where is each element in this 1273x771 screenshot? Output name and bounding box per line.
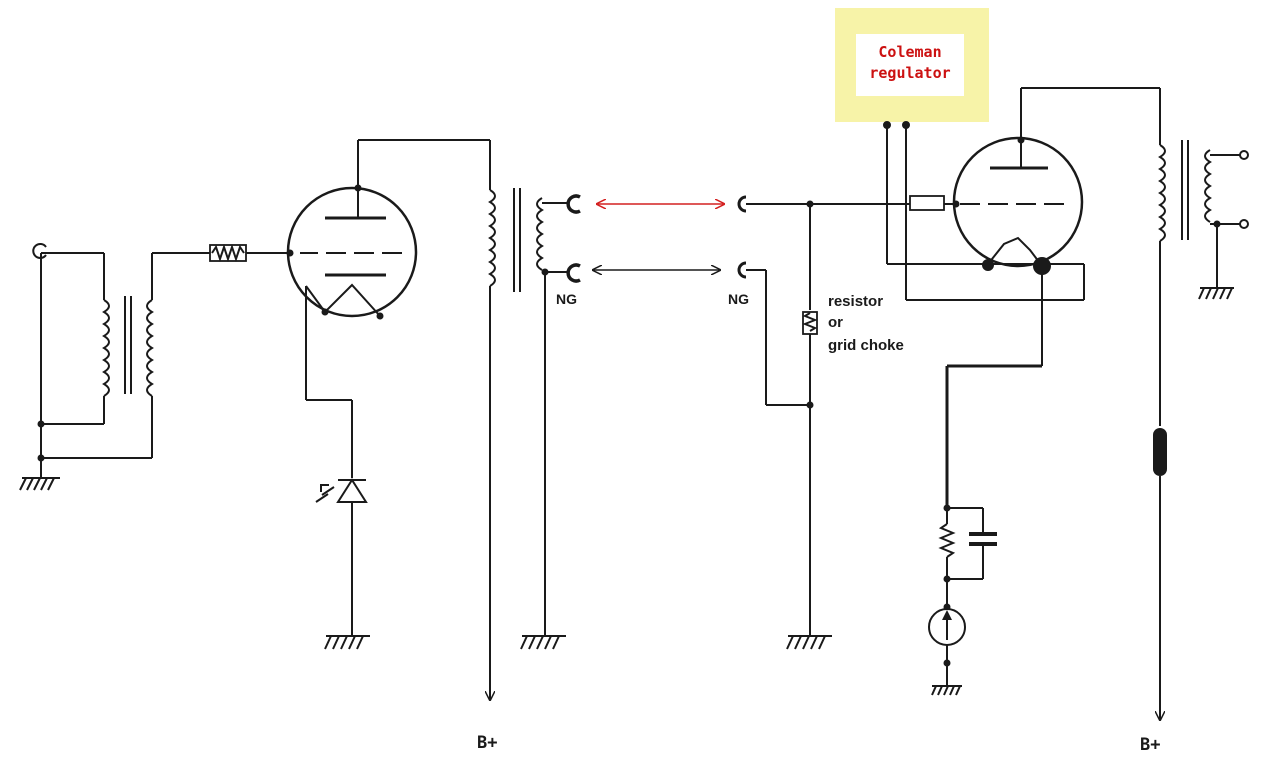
- ng-label-left: NG: [556, 291, 577, 307]
- grid-choke-resistor: [802, 311, 818, 335]
- ng-label-right: NG: [728, 291, 749, 307]
- input-stage: [19, 243, 290, 491]
- grid-note-line-3: grid choke: [828, 337, 904, 354]
- regulator-label-line-2: regulator: [869, 64, 950, 82]
- grid-stopper-resistor: [209, 243, 247, 263]
- output-jack-signal: [566, 194, 581, 214]
- input-jack: [32, 243, 47, 259]
- fuse: [1153, 428, 1167, 476]
- input-jack-signal: [737, 195, 747, 213]
- coleman-regulator-box: Coleman regulator: [835, 8, 989, 122]
- interstage-transformer: [488, 188, 544, 292]
- bplus-label-right: B+: [1140, 735, 1160, 755]
- ground-symbol: [786, 635, 832, 650]
- cathode-rc-network: [938, 507, 997, 580]
- bplus-label-left: B+: [477, 733, 497, 753]
- triode-tube-1: [286, 184, 418, 320]
- ground-symbol: [19, 477, 60, 491]
- input-transformer: [102, 296, 154, 397]
- ground-symbol: [931, 685, 962, 696]
- ground-symbol: [520, 635, 566, 650]
- ground-symbol: [324, 635, 370, 650]
- regulator-label-line-1: Coleman: [878, 43, 941, 61]
- grid-note-line-2: or: [828, 314, 843, 331]
- grid-resistor: [909, 195, 945, 211]
- output-triode-tube: [952, 136, 1084, 275]
- grid-note-line-1: resistor: [828, 293, 883, 310]
- current-meter: [928, 608, 966, 646]
- led-bias-diode: [315, 478, 368, 503]
- input-jack-ng: [737, 261, 747, 279]
- output-jack-ng: [566, 263, 581, 283]
- ground-symbol: [1198, 287, 1234, 300]
- output-transformer: [1158, 140, 1212, 242]
- speaker-terminal-hot: [1239, 150, 1249, 160]
- speaker-terminal-common: [1239, 219, 1249, 229]
